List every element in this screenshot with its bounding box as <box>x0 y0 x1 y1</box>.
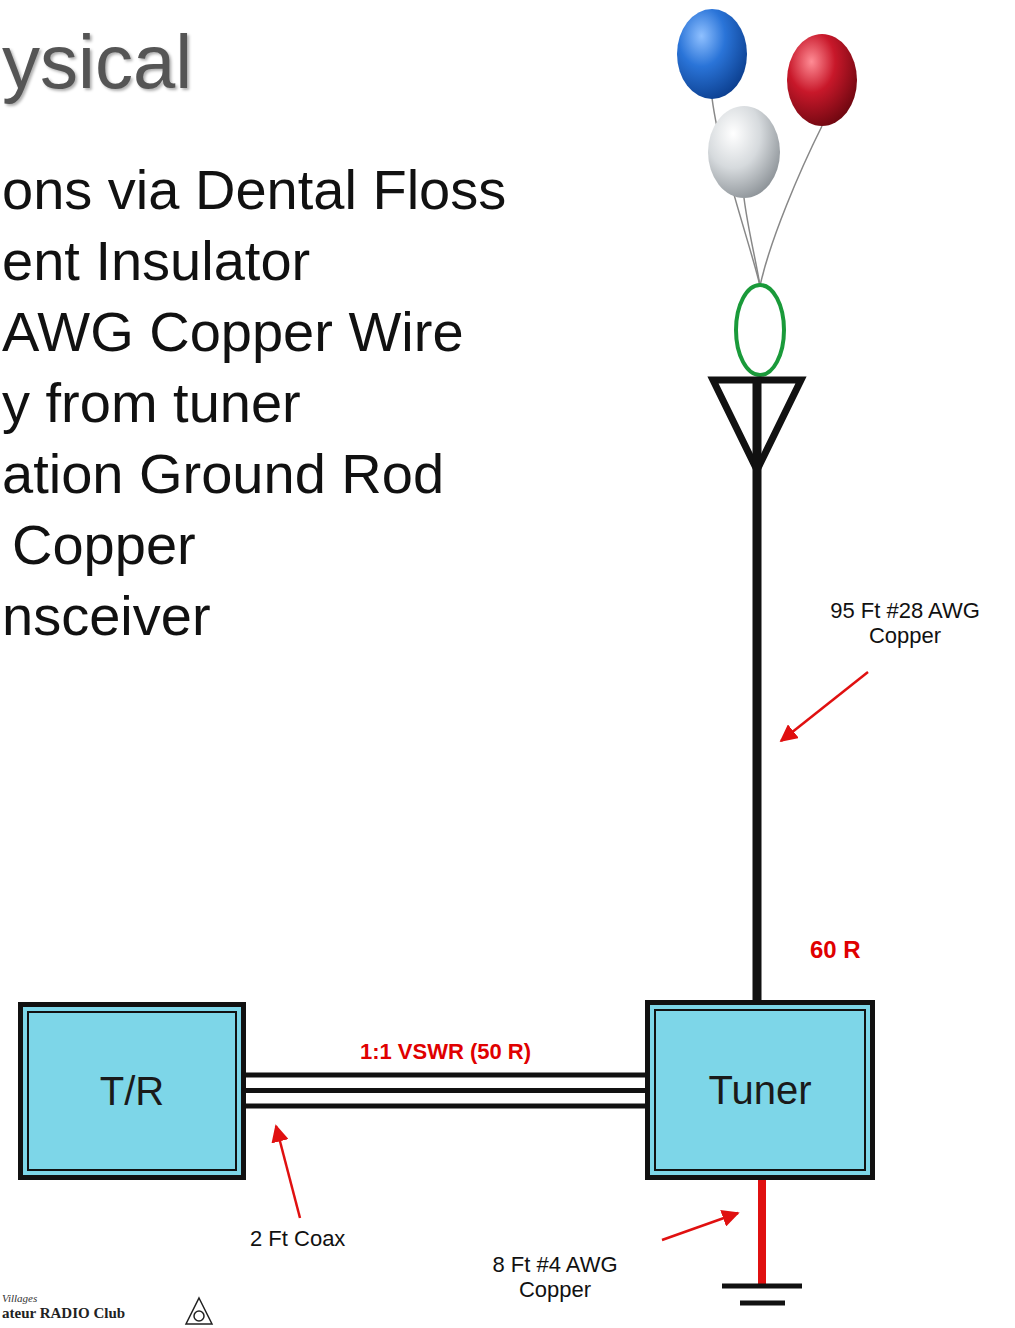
bullet-text: ation Ground Rod <box>2 442 444 506</box>
club-logo-mark <box>186 1298 212 1324</box>
box-label: Tuner <box>692 1068 827 1113</box>
ground-callout: 8 Ft #4 AWG Copper <box>455 1252 655 1303</box>
leader-arrow <box>662 1213 738 1240</box>
bullet-text: AWG Copper Wire <box>2 300 464 364</box>
box-label: T/R <box>84 1069 180 1114</box>
logo-text: ateur RADIO Club <box>2 1305 125 1322</box>
ground-symbol <box>740 1301 785 1306</box>
bullet-text: Copper <box>12 513 196 577</box>
ground-wire <box>758 1178 766 1286</box>
vswr-label: 1:1 VSWR (50 R) <box>360 1039 531 1064</box>
red-balloon <box>787 34 857 126</box>
transceiver-box: T/R <box>18 1002 246 1180</box>
bullet-text: ons via Dental Floss <box>2 158 506 222</box>
slide-title: ysical <box>2 18 192 105</box>
impedance-label: 60 R <box>810 936 861 964</box>
coax-connector <box>246 1090 645 1091</box>
leader-arrow <box>276 1126 300 1218</box>
ground-symbol <box>722 1284 802 1289</box>
bullet-text: ent Insulator <box>2 229 310 293</box>
tuner-box: Tuner <box>645 1000 875 1180</box>
antenna-wire <box>753 378 762 1003</box>
dental-floss-loop <box>736 285 784 375</box>
bullet-text: y from tuner <box>2 371 301 435</box>
coax-callout: 2 Ft Coax <box>250 1226 345 1251</box>
coax-gap <box>246 1078 645 1104</box>
leader-arrow <box>781 672 868 741</box>
wire-callout: 95 Ft #28 AWG Copper <box>805 598 1005 649</box>
bullet-text: nsceiver <box>2 584 211 648</box>
white-balloon <box>708 106 780 198</box>
logo-text: Villages <box>2 1292 37 1305</box>
coax-outer <box>246 1073 645 1109</box>
blue-balloon <box>677 9 747 99</box>
coax-center <box>246 1088 645 1093</box>
